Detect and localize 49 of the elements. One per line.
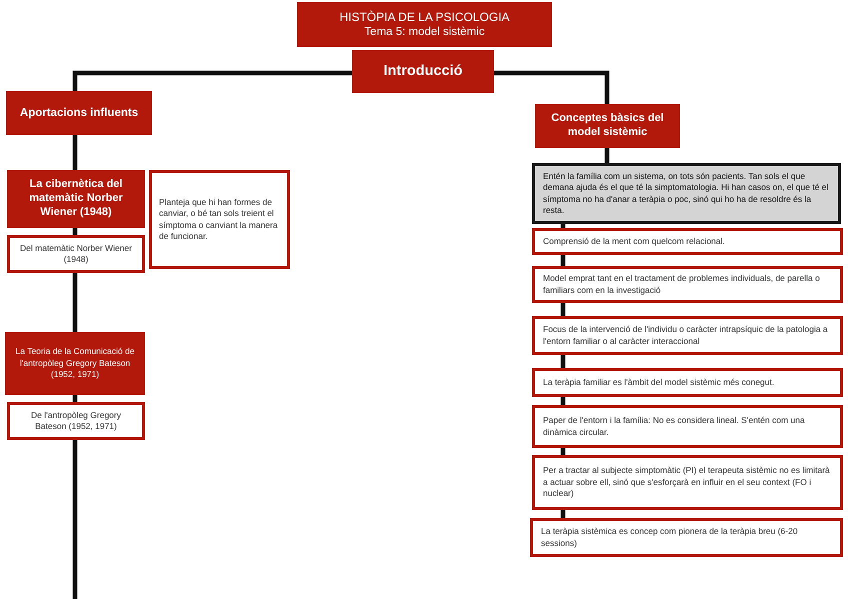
box-text: La Teoria de la Comunicació de l'antropòleg Gregory Bateson (1952, 1971)	[14, 346, 136, 381]
connector-line	[560, 510, 566, 518]
title-text: HISTÒPIA DE LA PSICOLOGIA	[339, 8, 510, 25]
connector-line	[72, 70, 352, 91]
box-text: Paper de l'entorn i la família: No es considera lineal. S'entén com una dinàmica circular.	[543, 415, 806, 438]
topic-box	[5, 332, 145, 395]
connector-line	[72, 273, 78, 332]
highlight-box	[532, 163, 841, 224]
connector-line	[560, 224, 566, 228]
note-box	[532, 455, 843, 510]
connector-line	[560, 255, 566, 266]
connector-line	[72, 440, 78, 599]
connector-line	[494, 70, 610, 104]
connector-line	[72, 228, 78, 235]
topic-box	[352, 50, 494, 93]
box-text: La cibernètica del matemàtic Norber Wiener (1948)	[28, 178, 124, 220]
note-box	[7, 235, 145, 273]
box-text: Introducció	[384, 62, 462, 81]
note-box	[532, 368, 843, 397]
note-box	[532, 228, 843, 255]
topic-box	[7, 170, 145, 228]
title-box	[297, 2, 552, 47]
note-box	[149, 170, 290, 269]
box-text: Planteja que hi han formes de canviar, o bé tan sols treient el símptoma o canviant la manera de funcionar.	[159, 196, 279, 242]
box-text: Entén la família com un sistema, on tots són pacients. Tan sols el que demana ajuda és el que té la simptomatologia. Hi han casos on, el que té el símptoma no ha d'anar a teràpia o poc, sinó qui ho ha de resoldre és la resta.	[543, 170, 830, 216]
box-text: Aportacions influents	[20, 106, 138, 120]
connector-line	[72, 135, 78, 170]
topic-box	[6, 91, 152, 135]
note-box	[7, 402, 145, 440]
box-text: De l'antropòleg Gregory Bateson (1952, 1971)	[30, 410, 122, 432]
box-text: Comprensió de la ment com quelcom relacional.	[543, 236, 726, 248]
box-text: Model emprat tant en el tractament de problemes individuals, de parella o familiars com en la investigació	[543, 273, 821, 296]
box-text: Del matemàtic Norber Wiener (1948)	[19, 242, 133, 266]
subtitle-text: Tema 5: model sistèmic	[364, 24, 485, 40]
box-text: Focus de la intervenció de l'individu o caràcter intrapsíquic de la patologia a l'entorn familiar o al caràcter interaccional	[543, 324, 829, 347]
note-box	[530, 518, 843, 557]
box-text: La teràpia sistèmica es concep com pionera de la teràpia breu (6-20 sessions)	[541, 526, 799, 549]
note-box	[532, 316, 843, 355]
connector-line	[560, 355, 566, 368]
box-text: La teràpia familiar es l'àmbit del model sistèmic més conegut.	[543, 376, 776, 388]
connector-line	[560, 303, 566, 316]
connector-line	[560, 448, 566, 455]
note-box	[532, 266, 843, 303]
note-box	[532, 405, 843, 448]
connector-line	[72, 395, 78, 402]
box-text: Conceptes bàsics del model sistèmic	[550, 112, 665, 140]
box-text: Per a tractar al subjecte simptomàtic (PI) el terapeuta sistèmic no es limitarà a actuar sobre ell, sinó que s'esforçarà en influir en el seu context (FO i nuclear)	[543, 465, 831, 500]
topic-box	[535, 104, 680, 148]
connector-line	[560, 397, 566, 405]
